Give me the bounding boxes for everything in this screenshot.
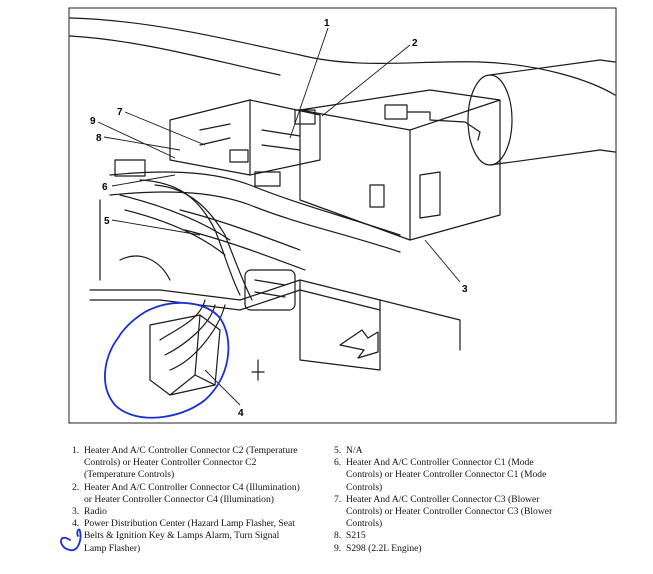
callout-1: 1	[324, 18, 330, 29]
legend-right-column: 5. N/A 6. Heater And A/C Controller Conn…	[334, 445, 564, 555]
callout-8: 8	[96, 133, 102, 144]
callout-3: 3	[462, 284, 468, 295]
legend-item-3: 3. Radio	[72, 506, 107, 518]
legend-item-1: 1. Heater And A/C Controller Connector C…	[72, 445, 298, 481]
callout-2: 2	[412, 38, 418, 49]
legend-item-6: 6. Heater And A/C Controller Connector C…	[334, 457, 547, 493]
legend-item-4: 4. Power Distribution Center (Hazard Lam…	[72, 518, 295, 554]
callout-7: 7	[117, 107, 123, 118]
line-art	[69, 17, 616, 396]
legend-left-column: 1. Heater And A/C Controller Connector C…	[72, 445, 302, 555]
callout-4: 4	[238, 408, 244, 419]
callout-5: 5	[104, 216, 110, 227]
legend-item-9: 9. S298 (2.2L Engine)	[334, 542, 422, 554]
callout-6: 6	[102, 182, 108, 193]
blue-circle-around-pdc	[104, 301, 230, 419]
legend-item-2: 2. Heater And A/C Controller Connector C…	[72, 481, 300, 505]
callout-leaders	[97, 27, 461, 406]
callout-9: 9	[90, 116, 96, 127]
legend-item-5: 5. N/A	[334, 445, 363, 456]
blue-annotations	[60, 301, 230, 552]
legend-item-7: 7. Heater And A/C Controller Connector C…	[334, 493, 553, 530]
diagram-frame	[68, 7, 617, 424]
legend-item-8: 8. S215	[334, 530, 366, 542]
callout-numbers: 1 2 3 4 5 6 7 8 9	[90, 18, 468, 419]
blue-mark-on-item-4	[60, 528, 82, 552]
